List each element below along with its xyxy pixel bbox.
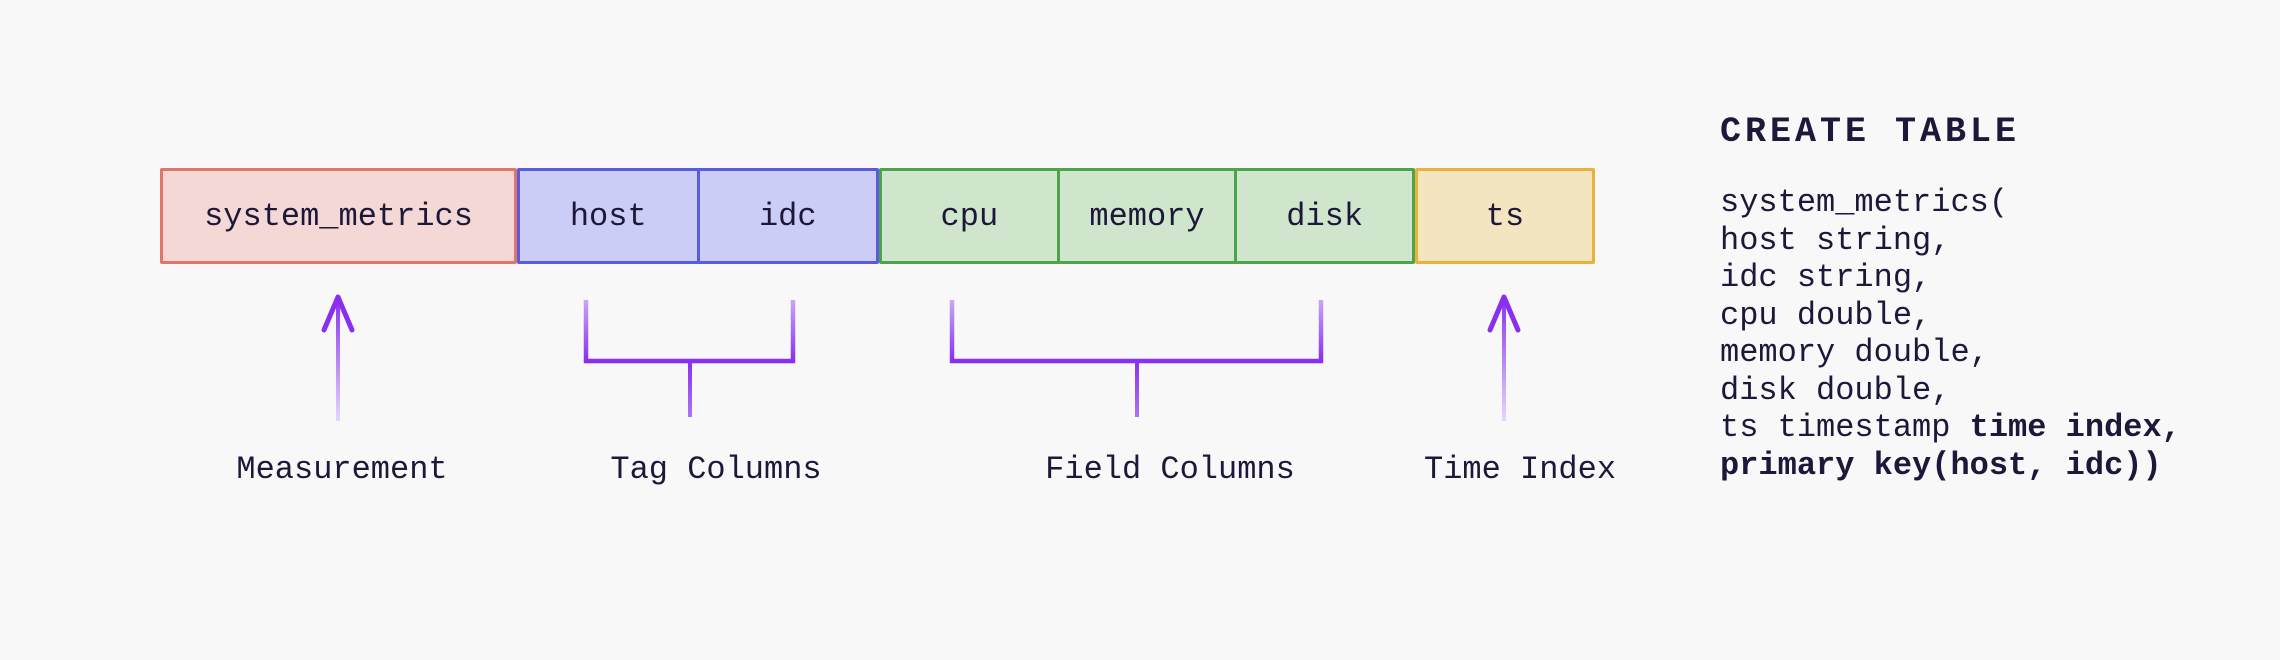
cell-host: host: [520, 171, 697, 261]
cell-disk: disk: [1234, 171, 1413, 261]
code-line: idc string,: [1720, 259, 1932, 296]
group-measurement: system_metrics: [160, 168, 517, 264]
code-line: system_metrics(: [1720, 184, 2009, 221]
time-index-arrow-icon: [1487, 294, 1521, 421]
code-line: ts timestamp time index,: [1720, 409, 2181, 446]
code-line: memory double,: [1720, 334, 1989, 371]
sql-snippet: CREATE TABLE system_metrics(host string,…: [1720, 112, 2181, 484]
cell-idc: idc: [696, 171, 876, 261]
cell-ts: ts: [1418, 171, 1592, 261]
label-time-index: Time Index: [1423, 451, 1617, 488]
code-line: disk double,: [1720, 371, 1951, 409]
label-tag-columns: Tag Columns: [610, 451, 822, 488]
code-line: host string,: [1720, 221, 1951, 259]
measurement-arrow-icon: [321, 294, 355, 421]
cell-system_metrics: system_metrics: [163, 171, 514, 261]
sql-code: system_metrics(host string,idc string,cp…: [1720, 184, 2181, 484]
group-time-index: ts: [1415, 168, 1595, 264]
code-line: primary key(host, idc)): [1720, 446, 2162, 484]
sql-heading: CREATE TABLE: [1720, 112, 2021, 152]
field-columns-bracket-icon: [949, 300, 1324, 417]
tag-columns-bracket-icon: [583, 300, 796, 417]
cell-cpu: cpu: [882, 171, 1057, 261]
cell-memory: memory: [1056, 171, 1235, 261]
code-line: cpu double,: [1720, 296, 1932, 334]
label-field-columns: Field Columns: [1045, 451, 1295, 488]
label-measurement: Measurement: [236, 451, 448, 488]
